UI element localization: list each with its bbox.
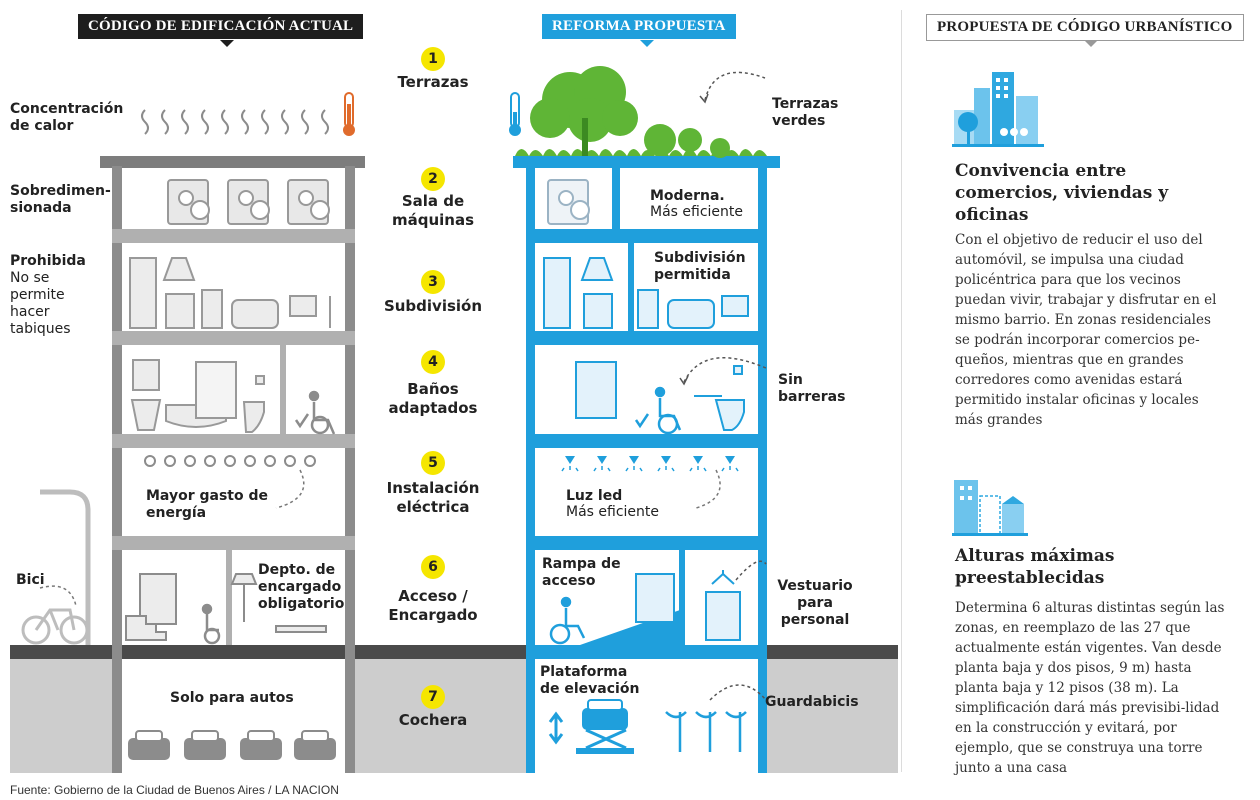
locker-label: Vestuario para personal [777,578,853,628]
heat-label: Concentración de calor [10,101,124,134]
led-text: Más eficiente [566,504,660,520]
no-barriers-label: Sin barreras [778,372,846,405]
platform-label: Plataforma de elevación [540,664,640,697]
step-number-badge: 5 [421,451,445,475]
mixed-use-city-icon [952,72,1044,147]
step-label: Sala de máquinas [391,192,475,229]
header-pointer [1084,40,1098,47]
header-pointer [220,40,234,47]
step-number-badge: 6 [421,555,445,579]
proposed-reform-header: REFORMA PROPUESTA [542,14,736,39]
bike-rack-label: Guardabicis [765,694,859,710]
prohibited-text: No se permite hacer tabiques [10,270,71,337]
block2-title: Alturas máximas preestablecidas [955,546,1115,588]
step-label: Terrazas [397,73,469,91]
urban-code-header: PROPUESTA DE CÓDIGO URBANÍSTICO [926,14,1244,41]
step-number-badge: 7 [421,685,445,709]
block1-title: Convivencia entre comercios, viviendas y… [955,161,1169,225]
step-number-badge: 2 [421,167,445,191]
energy-label: Mayor gasto de energía [146,488,268,521]
modern-text: Más eficiente [650,204,744,220]
block1-text: Con el objetivo de reducir el uso del au… [955,232,1217,428]
subdivision-allowed-label: Subdivisión permitida [654,250,746,283]
current-code-header: CÓDIGO DE EDIFICACIÓN ACTUAL [78,14,364,39]
green-roofs-label: Terrazas verdes [772,96,839,129]
cars-only-label: Solo para autos [170,690,294,706]
step-label: Cochera [398,711,468,729]
block2-text: Determina 6 alturas distintas según las … [955,600,1225,776]
step-label: Baños adaptados [388,380,478,417]
led-title: Luz led [566,488,623,504]
step-label: Subdivisión [383,297,483,315]
current-building [21,92,365,773]
buildings-illustration [21,66,780,773]
step-label: Instalación eléctrica [386,479,480,516]
ramp-label: Rampa de acceso [542,556,621,589]
column-divider [901,10,902,772]
proposed-building [509,66,780,773]
step-number-badge: 1 [421,47,445,71]
step-label: Acceso / Encargado [388,587,478,624]
oversized-label: Sobredimen-sionada [10,183,111,216]
building-heights-icon [952,480,1028,536]
source-credit: Fuente: Gobierno de la Ciudad de Buenos … [10,783,339,797]
caretaker-label: Depto. de encargado obligatorio [258,562,345,612]
bike-label: Bici [16,572,45,588]
step-number-badge: 3 [421,270,445,294]
step-number-badge: 4 [421,350,445,374]
prohibited-title: Prohibida [10,253,86,269]
modern-title: Moderna. [650,188,725,204]
header-pointer [640,40,654,47]
